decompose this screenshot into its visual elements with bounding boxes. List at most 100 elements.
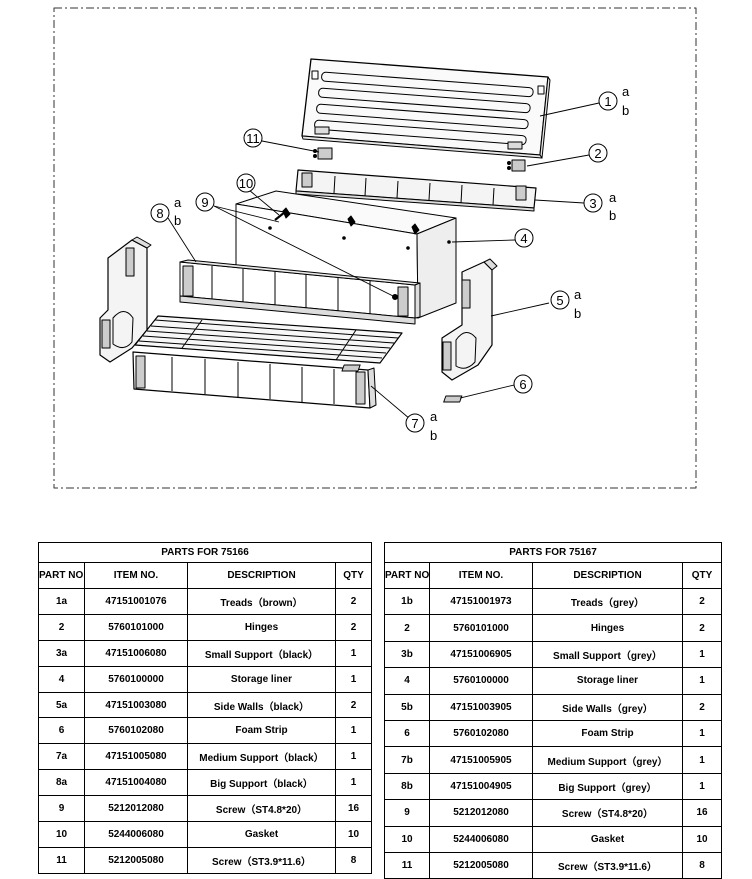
qty-cell: 1 [682,772,722,801]
item-no-cell: 5212005080 [84,846,188,874]
item-no-cell: 47151006080 [84,639,188,667]
item-no-cell: 47151001076 [84,588,188,615]
qty-cell: 1 [335,639,372,667]
svg-text:2: 2 [594,146,601,161]
part-no-cell: 6 [38,717,85,745]
part-no-cell: 2 [384,614,430,642]
callout-9: 9 [195,192,215,212]
part-no-cell: 9 [384,799,430,827]
callout-3: 3 a b [583,190,617,223]
item-no-cell: 5760102080 [84,717,188,745]
qty-cell: 8 [335,846,372,874]
svg-text:6: 6 [519,377,526,392]
callout-7: 7 a b [405,409,438,443]
part-no-cell: 2 [38,613,85,641]
description-cell: Gasket [187,821,336,848]
qty-cell: 2 [682,614,722,642]
item-no-cell: 5760101000 [429,614,533,642]
part-no-cell: 9 [38,795,85,823]
description-cell: Hinges [187,613,336,641]
qty-cell: 16 [682,799,722,827]
part-foam-strip-front [443,395,463,403]
part-no-cell: 10 [384,825,430,853]
svg-text:b: b [609,208,616,223]
diagram-border [53,7,697,489]
qty-cell: 1 [682,640,722,669]
description-cell: Screw（ST3.9*11.6） [187,846,336,874]
description-cell: Storage liner [187,665,336,693]
svg-text:a: a [622,84,630,99]
part-side-wall-right [441,258,498,381]
part-big-support [179,259,421,325]
qty-cell: 1 [335,769,372,797]
qty-cell: 2 [682,693,722,721]
description-cell: Side Walls（grey） [532,693,683,721]
qty-cell: 16 [335,795,372,823]
col-header-part-no: PART NO. [38,562,85,589]
description-cell: Screw（ST3.9*11.6） [532,851,683,879]
parts-table-75166: PARTS FOR 75166 PART NO. ITEM NO. DESCRI… [38,542,372,874]
table-title: PARTS FOR 75166 [38,542,372,563]
part-side-wall-left [99,236,152,363]
part-foam-strip-right [341,364,361,372]
item-no-cell: 47151003080 [84,691,188,719]
description-cell: Small Support（grey） [532,640,683,669]
svg-text:a: a [609,190,617,205]
part-hinge-right [507,159,526,172]
exploded-assembly-diagram: 1 a b 2 3 a b 4 5 a b 6 7 a b 8 a b 9 [53,7,697,489]
qty-cell: 2 [335,613,372,641]
part-no-cell: 11 [38,846,85,874]
part-treads-floor [134,315,403,364]
description-cell: Foam Strip [187,717,336,745]
callout-5: 5 a b [550,287,582,321]
item-no-cell: 5212005080 [429,851,533,879]
item-no-cell: 5212012080 [84,795,188,823]
svg-text:9: 9 [201,195,208,210]
callout-11: 11 [243,128,263,148]
svg-text:a: a [174,195,182,210]
item-no-cell: 47151005080 [84,743,188,771]
qty-cell: 1 [682,719,722,748]
description-cell: Big Support（black） [187,769,336,797]
svg-text:11: 11 [246,131,260,146]
callout-1: 1 a b [598,84,630,118]
item-no-cell: 5760100000 [84,665,188,693]
description-cell: Big Support（grey） [532,772,683,801]
svg-text:b: b [574,306,581,321]
qty-cell: 2 [335,588,372,615]
description-cell: Screw（ST4.8*20） [187,795,336,823]
qty-cell: 2 [335,691,372,719]
svg-text:5: 5 [556,293,563,308]
qty-cell: 1 [335,743,372,771]
item-no-cell: 5212012080 [429,799,533,827]
svg-text:7: 7 [411,416,418,431]
item-no-cell: 47151006905 [429,640,533,669]
svg-text:4: 4 [520,231,527,246]
callout-8: 8 a b [150,195,182,228]
part-small-support [295,169,537,212]
qty-cell: 1 [682,667,722,695]
svg-text:a: a [574,287,582,302]
callout-6: 6 [513,374,533,394]
part-no-cell: 8b [384,772,430,801]
item-no-cell: 47151005905 [429,746,533,774]
item-no-cell: 5760102080 [429,719,533,748]
part-no-cell: 8a [38,769,85,797]
part-no-cell: 3b [384,640,430,669]
